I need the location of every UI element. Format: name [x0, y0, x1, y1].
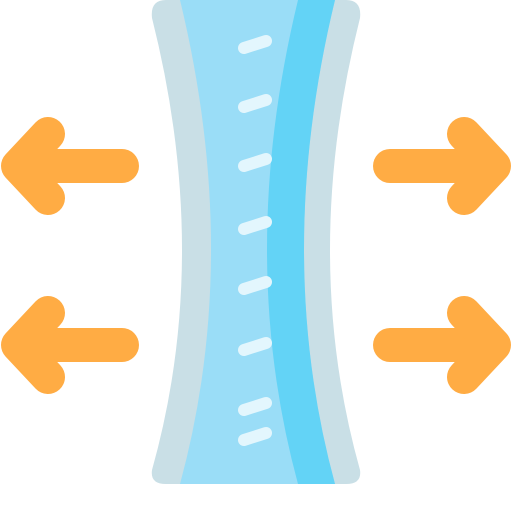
- stitch: [238, 276, 272, 295]
- arrow-right-icon: [373, 296, 511, 394]
- stitch: [238, 337, 272, 356]
- stitch: [238, 397, 272, 416]
- stitch: [238, 427, 272, 446]
- stitch: [238, 153, 272, 172]
- arrow-right-icon: [373, 117, 511, 215]
- stitch-group: [238, 35, 272, 446]
- stitch: [238, 216, 272, 235]
- stitch: [238, 35, 272, 54]
- arrow-left-icon: [1, 117, 139, 215]
- stitch: [238, 94, 272, 113]
- band-inner-dark: [267, 0, 335, 484]
- arrow-left-icon: [1, 296, 139, 394]
